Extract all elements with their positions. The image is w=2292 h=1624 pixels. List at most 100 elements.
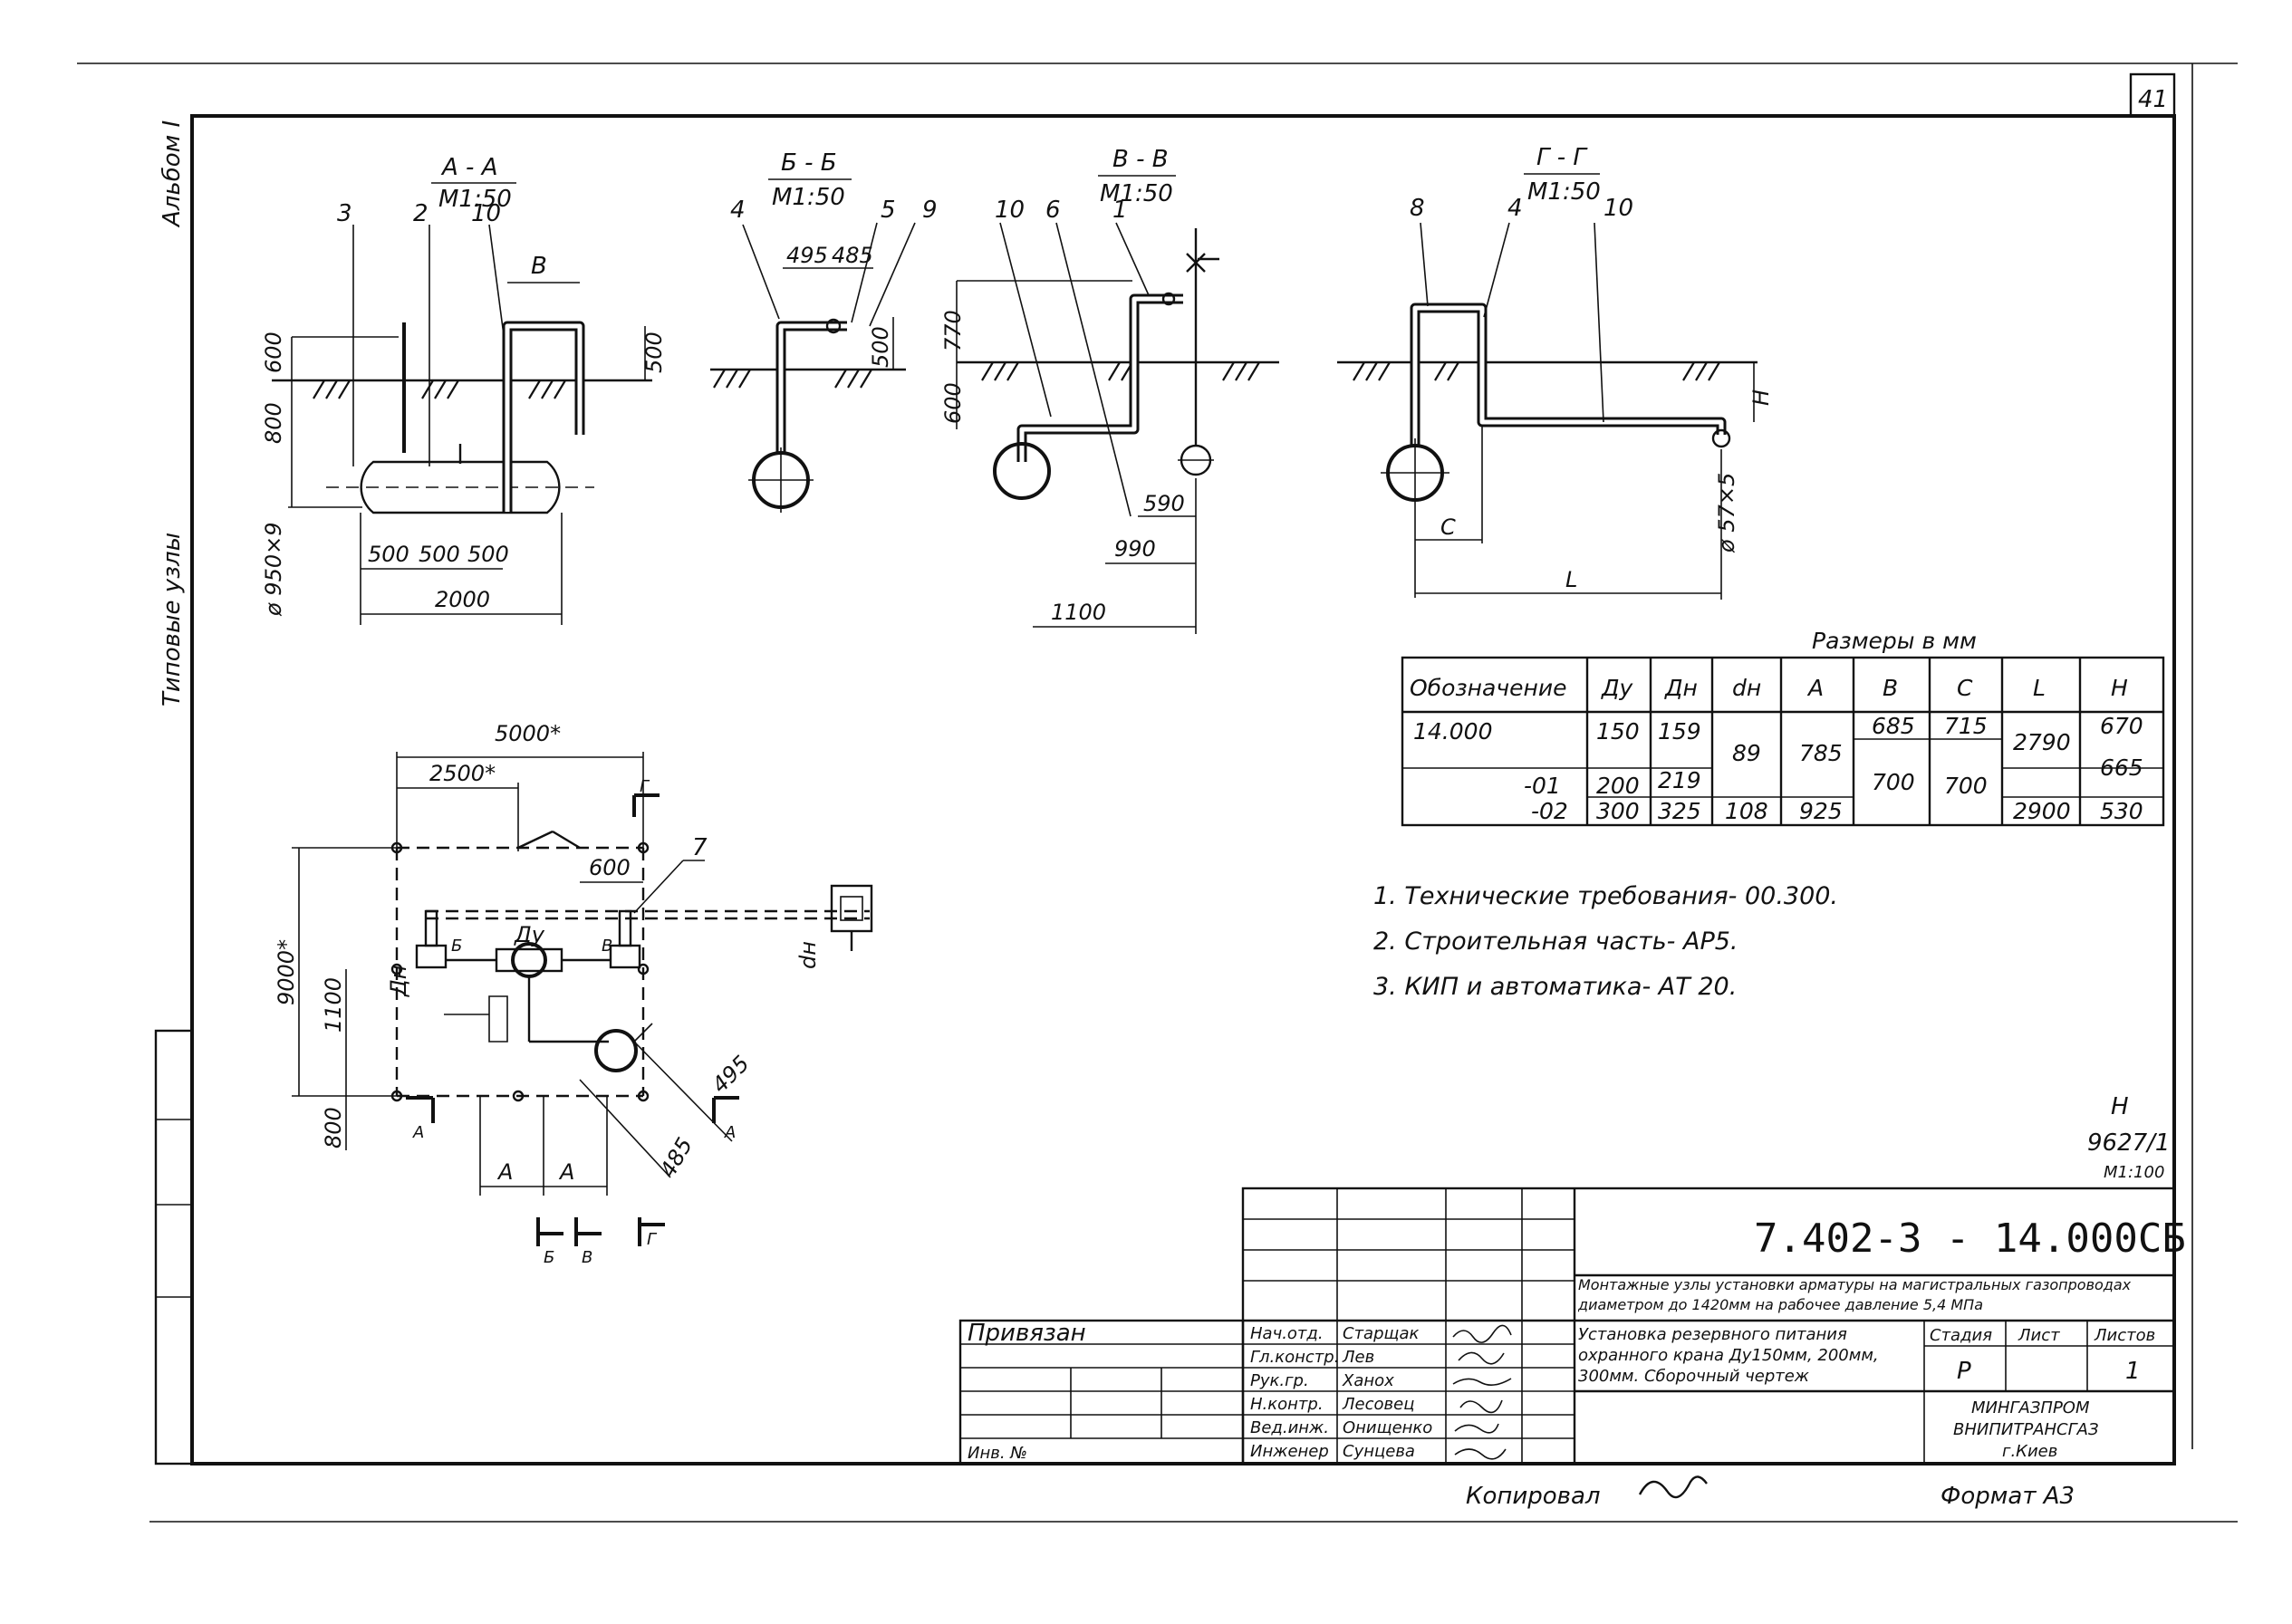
plan-view: 5000* 2500* 600 9000* 1100 800 Дн Ду dн … (274, 721, 873, 1267)
table-caption: Размеры в мм (1812, 628, 1977, 654)
vv-dim-600: 600 (940, 382, 966, 424)
table-header-designation: Обозначение (1410, 675, 1566, 701)
aa-dim-500-c: 500 (467, 542, 509, 567)
vv-callout-6: 6 (1045, 197, 1061, 224)
section-bb-title: Б - Б (781, 149, 837, 177)
plan-mark-b-left: Б (451, 937, 462, 956)
name-6: Сунцева (1343, 1442, 1415, 1461)
table-r2-h: 530 (2100, 798, 2143, 824)
gg-callout-10: 10 (1603, 195, 1633, 222)
table-r0-a: 785 (1799, 740, 1843, 766)
table-r0-dn-small: 89 (1732, 740, 1761, 766)
note-2: 2. Строительная часть- АР5. (1373, 927, 1738, 956)
table-header-dn-small: dн (1732, 675, 1761, 701)
sheet-title: Установка резервного питания охранного к… (1578, 1325, 1879, 1386)
bb-callout-5: 5 (881, 197, 896, 224)
table-r0-designation: 14.000 (1413, 718, 1492, 745)
format-label: Формат А3 (1940, 1483, 2075, 1510)
name-3: Ханох (1342, 1371, 1394, 1390)
table-header-h: Н (2111, 675, 2128, 701)
title-block: 7.402-3 - 14.000СБ Монтажные узлы устано… (958, 1187, 2186, 1465)
sheets-label: Листов (2094, 1326, 2155, 1345)
plan-dim-800: 800 (321, 1107, 346, 1148)
gg-dim-diameter: ø 57×5 (1714, 473, 1739, 553)
section-vv-scale: М1:50 (1100, 180, 1173, 207)
table-r0-l: 2790 (2013, 729, 2071, 755)
role-3: Рук.гр. (1250, 1371, 1309, 1390)
table-header-c: С (1957, 675, 1973, 701)
plan-dim-2500: 2500* (429, 761, 496, 786)
plan-mark-g-top: Г (640, 777, 650, 796)
inv-label: Инв. № (968, 1444, 1027, 1463)
plan-mark-g-bottom: Г (647, 1230, 658, 1249)
table-r0-dy: 150 (1596, 718, 1640, 745)
notes: 1. Технические требования- 00.300. 2. Ст… (1373, 882, 1838, 1001)
table-r0-h: 670 (2100, 713, 2143, 739)
name-4: Лесовец (1342, 1395, 1414, 1414)
doc-code: 7.402-3 - 14.000СБ (1754, 1216, 2186, 1262)
stamp-mark: Н 9627/1 М1:100 (2087, 1093, 2170, 1182)
stamp-code: 9627/1 (2087, 1129, 2170, 1157)
gg-dim-c: С (1440, 514, 1456, 540)
bb-dim-500: 500 (868, 326, 893, 368)
sheet-title-box: Установка резервного питания охранного к… (1578, 1325, 1879, 1386)
table-header-dn: Дн (1664, 675, 1698, 701)
plan-mark-v-right: В (602, 937, 612, 956)
note-3: 3. КИП и автоматика- АТ 20. (1373, 973, 1737, 1001)
aa-callout-v: В (531, 253, 547, 280)
plan-mark-a-left: А (412, 1123, 424, 1142)
dimensions-table: Размеры в мм Обозначение Ду Дн dн А В С … (1401, 628, 2165, 827)
plan-mark-a-right: А (724, 1123, 736, 1142)
gg-dim-l: L (1565, 567, 1577, 592)
table-r1-c: 700 (1944, 773, 1988, 799)
table-r1-b: 700 (1872, 769, 1915, 795)
stamp-signature: Н (2111, 1093, 2129, 1120)
table-r2-designation: -02 (1531, 798, 1568, 824)
plan-dim-485: 485 (655, 1133, 698, 1182)
aa-dim-500-b: 500 (419, 542, 460, 567)
org-line-1: МИНГАЗПРОМ (1971, 1398, 2090, 1417)
plan-dim-dy: Ду (514, 922, 545, 947)
org-line-2: ВНИПИТРАНСГАЗ (1953, 1420, 2099, 1439)
section-vv-title: В - В (1112, 146, 1169, 173)
bb-dim-495: 495 (786, 243, 828, 268)
org-line-3: г.Киев (2002, 1442, 2057, 1461)
vv-dim-990: 990 (1114, 536, 1156, 562)
stamp-scale: М1:100 (2104, 1163, 2164, 1182)
name-2: Лев (1342, 1348, 1374, 1367)
table-r1-dn: 219 (1658, 767, 1701, 793)
vv-callout-10: 10 (995, 197, 1025, 224)
signature-marks (1452, 1324, 1512, 1460)
sheet-label: Лист (2018, 1326, 2060, 1345)
note-1: 1. Технические требования- 00.300. (1373, 882, 1838, 910)
vv-dim-770: 770 (940, 310, 966, 351)
plan-dim-5000: 5000* (495, 721, 561, 746)
aa-callout-10: 10 (471, 200, 501, 227)
plan-mark-v-bottom: В (582, 1248, 592, 1267)
table-header-dy: Ду (1601, 675, 1634, 701)
name-1: Старщак (1343, 1324, 1419, 1343)
plan-dim-1100: 1100 (321, 977, 346, 1033)
plan-mark-b-bottom: Б (544, 1248, 554, 1267)
table-r2-a: 925 (1799, 798, 1843, 824)
section-vv: В - В М1:50 10 6 1 770 600 590 9 (940, 146, 1279, 634)
section-bb-scale: М1:50 (772, 184, 845, 211)
table-header-l: L (2033, 675, 2046, 701)
aa-dim-800: 800 (261, 402, 286, 444)
copied-label: Копировал (1466, 1483, 1601, 1510)
section-gg-title: Г - Г (1536, 144, 1588, 171)
table-r2-dy: 300 (1596, 798, 1640, 824)
bb-callout-9: 9 (922, 197, 938, 224)
footer: Копировал Формат А3 (1466, 1475, 2075, 1510)
project-title: Монтажные узлы установки арматуры на маг… (1578, 1276, 2132, 1313)
plan-dim-a-2: А (558, 1159, 574, 1185)
role-5: Вед.инж. (1250, 1418, 1329, 1437)
aa-dim-diameter: ø 950×9 (261, 523, 286, 618)
album-label: Альбом I (159, 120, 186, 228)
plan-dim-600: 600 (589, 855, 631, 880)
role-2: Гл.констр. (1250, 1348, 1339, 1367)
plan-dim-9000: 9000* (274, 939, 299, 1005)
table-r2-dn: 325 (1658, 798, 1701, 824)
